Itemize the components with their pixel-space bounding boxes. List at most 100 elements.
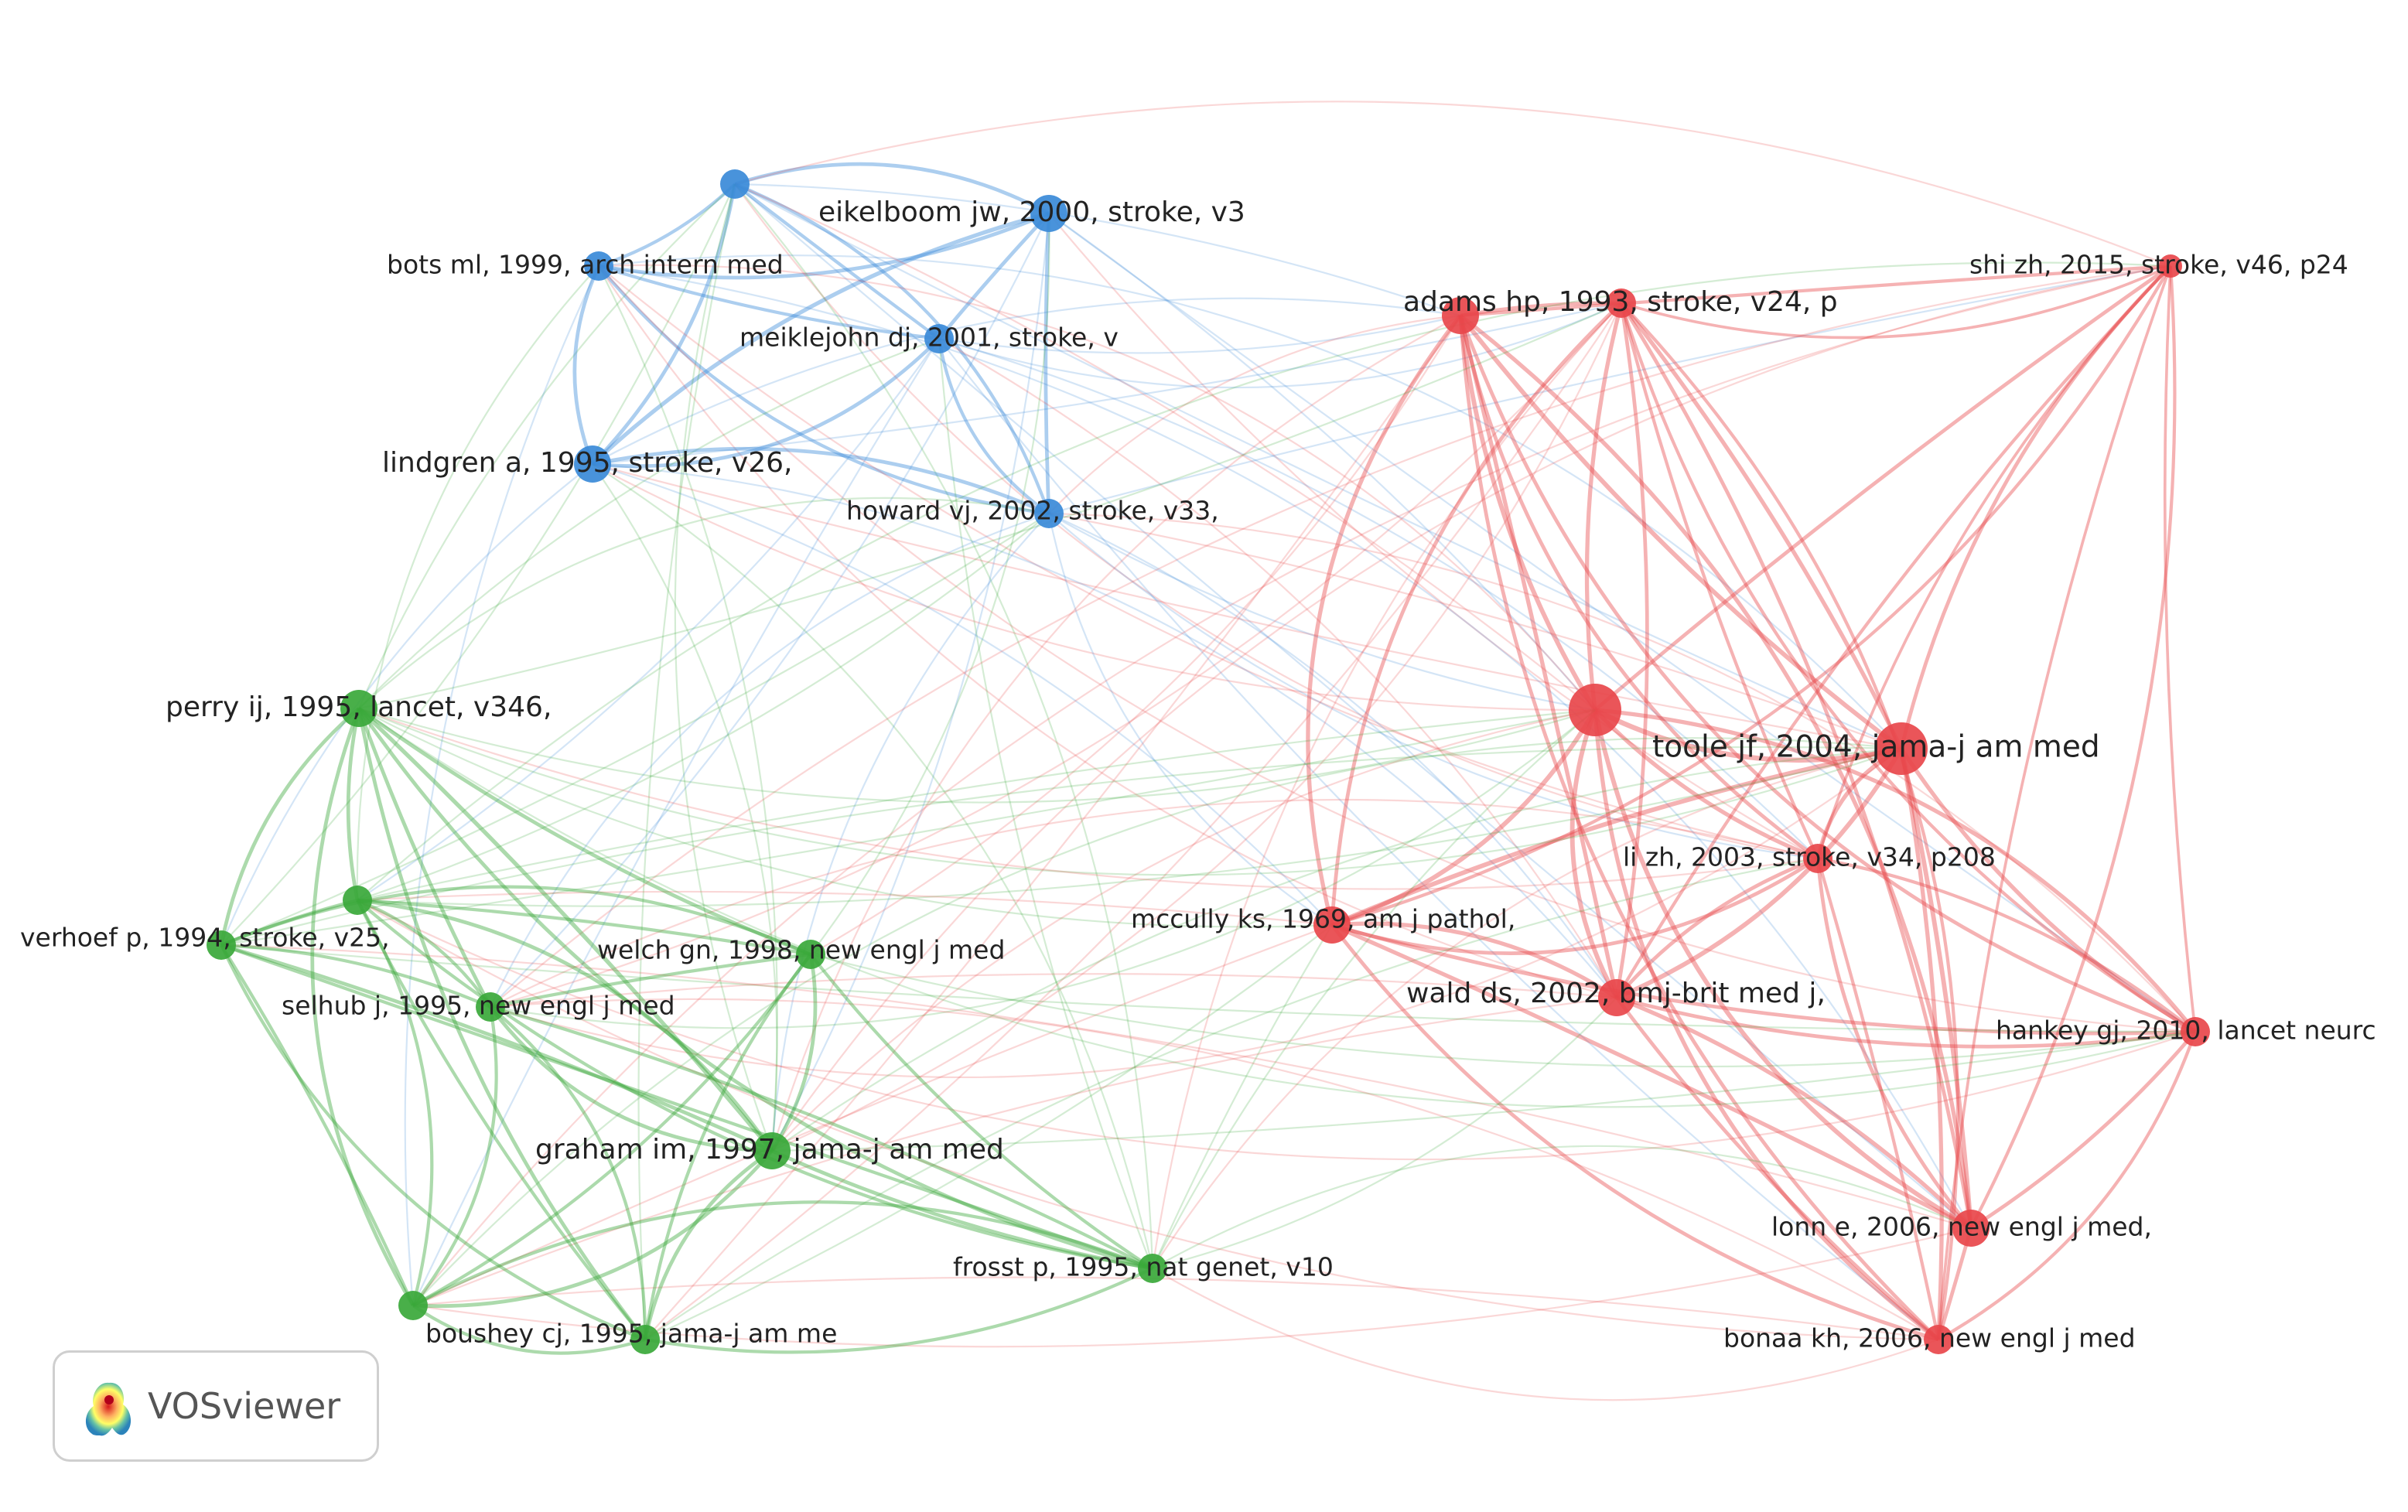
link-bonaa-selhub xyxy=(490,998,1939,1340)
node-label-bonaa: bonaa kh, 2006, new engl j med xyxy=(1723,1323,2136,1353)
link-bonaa-frosst xyxy=(1152,1268,1939,1401)
link-red_adams2-toole xyxy=(1619,302,1904,750)
link-eikelboom-howard xyxy=(1043,213,1051,514)
node-adams[interactable] xyxy=(1442,297,1479,334)
link-blue_top-verhoef xyxy=(220,183,736,946)
link-green_mid-selhub xyxy=(357,899,492,1009)
node-howard[interactable] xyxy=(1034,499,1064,528)
node-welch[interactable] xyxy=(796,940,825,969)
link-wald-frosst xyxy=(1152,997,1617,1270)
node-toole[interactable] xyxy=(1875,722,1928,775)
link-eikelboom-welch xyxy=(810,213,1050,955)
link-adams-lonn xyxy=(1459,313,1973,1229)
link-welch-boushey xyxy=(643,953,812,1340)
link-welch-frosst xyxy=(809,953,1154,1270)
node-meiklejohn[interactable] xyxy=(924,324,954,353)
link-shi-red_big xyxy=(1593,265,2172,712)
link-eikelboom-blue_top xyxy=(734,162,1050,216)
link-green_mid-boushey xyxy=(356,899,647,1341)
link-howard-hankey xyxy=(1048,512,2196,1032)
link-shi-selhub xyxy=(490,265,2171,1008)
link-lindgren-wald xyxy=(592,462,1617,998)
link-shi-toole xyxy=(1899,265,2172,749)
node-graham[interactable] xyxy=(753,1132,791,1169)
link-shi-li xyxy=(1816,265,2172,859)
node-perry[interactable] xyxy=(340,690,377,727)
link-selhub-frosst xyxy=(490,1005,1153,1270)
node-green_low[interactable] xyxy=(398,1291,428,1320)
node-green_mid[interactable] xyxy=(343,886,372,915)
link-lonn-frosst xyxy=(1152,1145,1972,1269)
node-label-graham: graham im, 1997, jama-j am med xyxy=(535,1134,1004,1166)
link-bots-howard xyxy=(597,265,1050,516)
link-mccully-boushey xyxy=(644,924,1333,1341)
node-li[interactable] xyxy=(1803,844,1832,873)
link-eikelboom-graham xyxy=(771,213,1050,1152)
node-selhub[interactable] xyxy=(476,992,505,1022)
link-perry-boushey xyxy=(357,708,647,1341)
link-toole-green_mid xyxy=(357,747,1902,907)
link-shi-green_mid xyxy=(357,261,2171,901)
network-edges xyxy=(219,101,2198,1401)
link-bonaa-green_mid xyxy=(357,899,1939,1341)
link-bots-lonn xyxy=(598,265,1972,1229)
link-toole-selhub xyxy=(490,748,1902,1079)
node-lindgren[interactable] xyxy=(574,445,611,483)
node-bots[interactable] xyxy=(584,251,613,281)
link-lindgren-adams xyxy=(592,297,1461,465)
link-howard-shi xyxy=(1048,265,2171,515)
node-red_big[interactable] xyxy=(1569,684,1621,736)
node-lonn[interactable] xyxy=(1952,1210,1990,1247)
node-eikelboom[interactable] xyxy=(1030,195,1067,232)
link-welch-green_low xyxy=(412,953,812,1307)
node-hankey[interactable] xyxy=(2181,1017,2210,1046)
link-lindgren-graham xyxy=(592,463,778,1152)
link-red_adams2-perry xyxy=(358,302,1622,710)
link-blue_top-adams xyxy=(734,183,1461,317)
link-mccully-bonaa xyxy=(1330,923,1939,1342)
link-howard-selhub xyxy=(490,512,1050,1008)
node-red_adams2[interactable] xyxy=(1607,288,1636,318)
link-meiklejohn-lindgren xyxy=(592,337,941,468)
link-howard-mccully xyxy=(1047,513,1333,926)
node-boushey[interactable] xyxy=(630,1325,660,1354)
link-graham-green_low xyxy=(412,1149,774,1309)
node-verhoef[interactable] xyxy=(207,930,236,960)
link-eikelboom-hankey xyxy=(1048,213,2196,1032)
vosviewer-logo-icon xyxy=(85,1382,132,1436)
link-howard-green_mid xyxy=(357,513,1050,902)
node-label-toole: toole jf, 2004, jama-j am med xyxy=(1652,730,2100,765)
link-red_big-mccully xyxy=(1331,708,1597,927)
node-mccully[interactable] xyxy=(1313,906,1351,944)
link-red_adams2-wald xyxy=(1614,302,1649,998)
link-selhub-boushey xyxy=(489,1005,647,1340)
link-shi-hankey xyxy=(2163,265,2197,1032)
link-bonaa-green_low xyxy=(412,1276,1939,1341)
node-blue_top[interactable] xyxy=(720,169,750,199)
node-frosst[interactable] xyxy=(1138,1254,1167,1283)
link-shi-bonaa xyxy=(1937,265,2172,1340)
link-meiklejohn-perry xyxy=(358,337,940,709)
link-lindgren-frosst xyxy=(592,463,1154,1269)
link-bots-li xyxy=(598,265,1819,860)
link-adams-hankey xyxy=(1458,315,2196,1034)
link-toole-lonn xyxy=(1899,748,1973,1229)
link-shi-lonn xyxy=(1969,265,2177,1229)
link-red_adams2-bonaa xyxy=(1620,302,1959,1340)
link-red_adams2-red_big xyxy=(1584,302,1624,711)
link-meiklejohn-howard xyxy=(937,338,1050,515)
node-wald[interactable] xyxy=(1598,979,1635,1016)
link-shi-wald xyxy=(1615,265,2172,999)
link-perry-green_low xyxy=(310,708,415,1307)
link-adams-red_big xyxy=(1458,315,1597,712)
node-shi[interactable] xyxy=(2159,254,2182,278)
link-hankey-verhoef xyxy=(220,944,2196,1033)
link-verhoef-frosst xyxy=(220,944,1153,1270)
network-nodes xyxy=(207,169,2210,1354)
link-eikelboom-li xyxy=(1048,213,1819,859)
node-bonaa[interactable] xyxy=(1924,1325,1953,1354)
link-howard-graham xyxy=(770,513,1050,1152)
link-graham-boushey xyxy=(643,1149,774,1340)
link-meiklejohn-adams xyxy=(938,314,1461,354)
